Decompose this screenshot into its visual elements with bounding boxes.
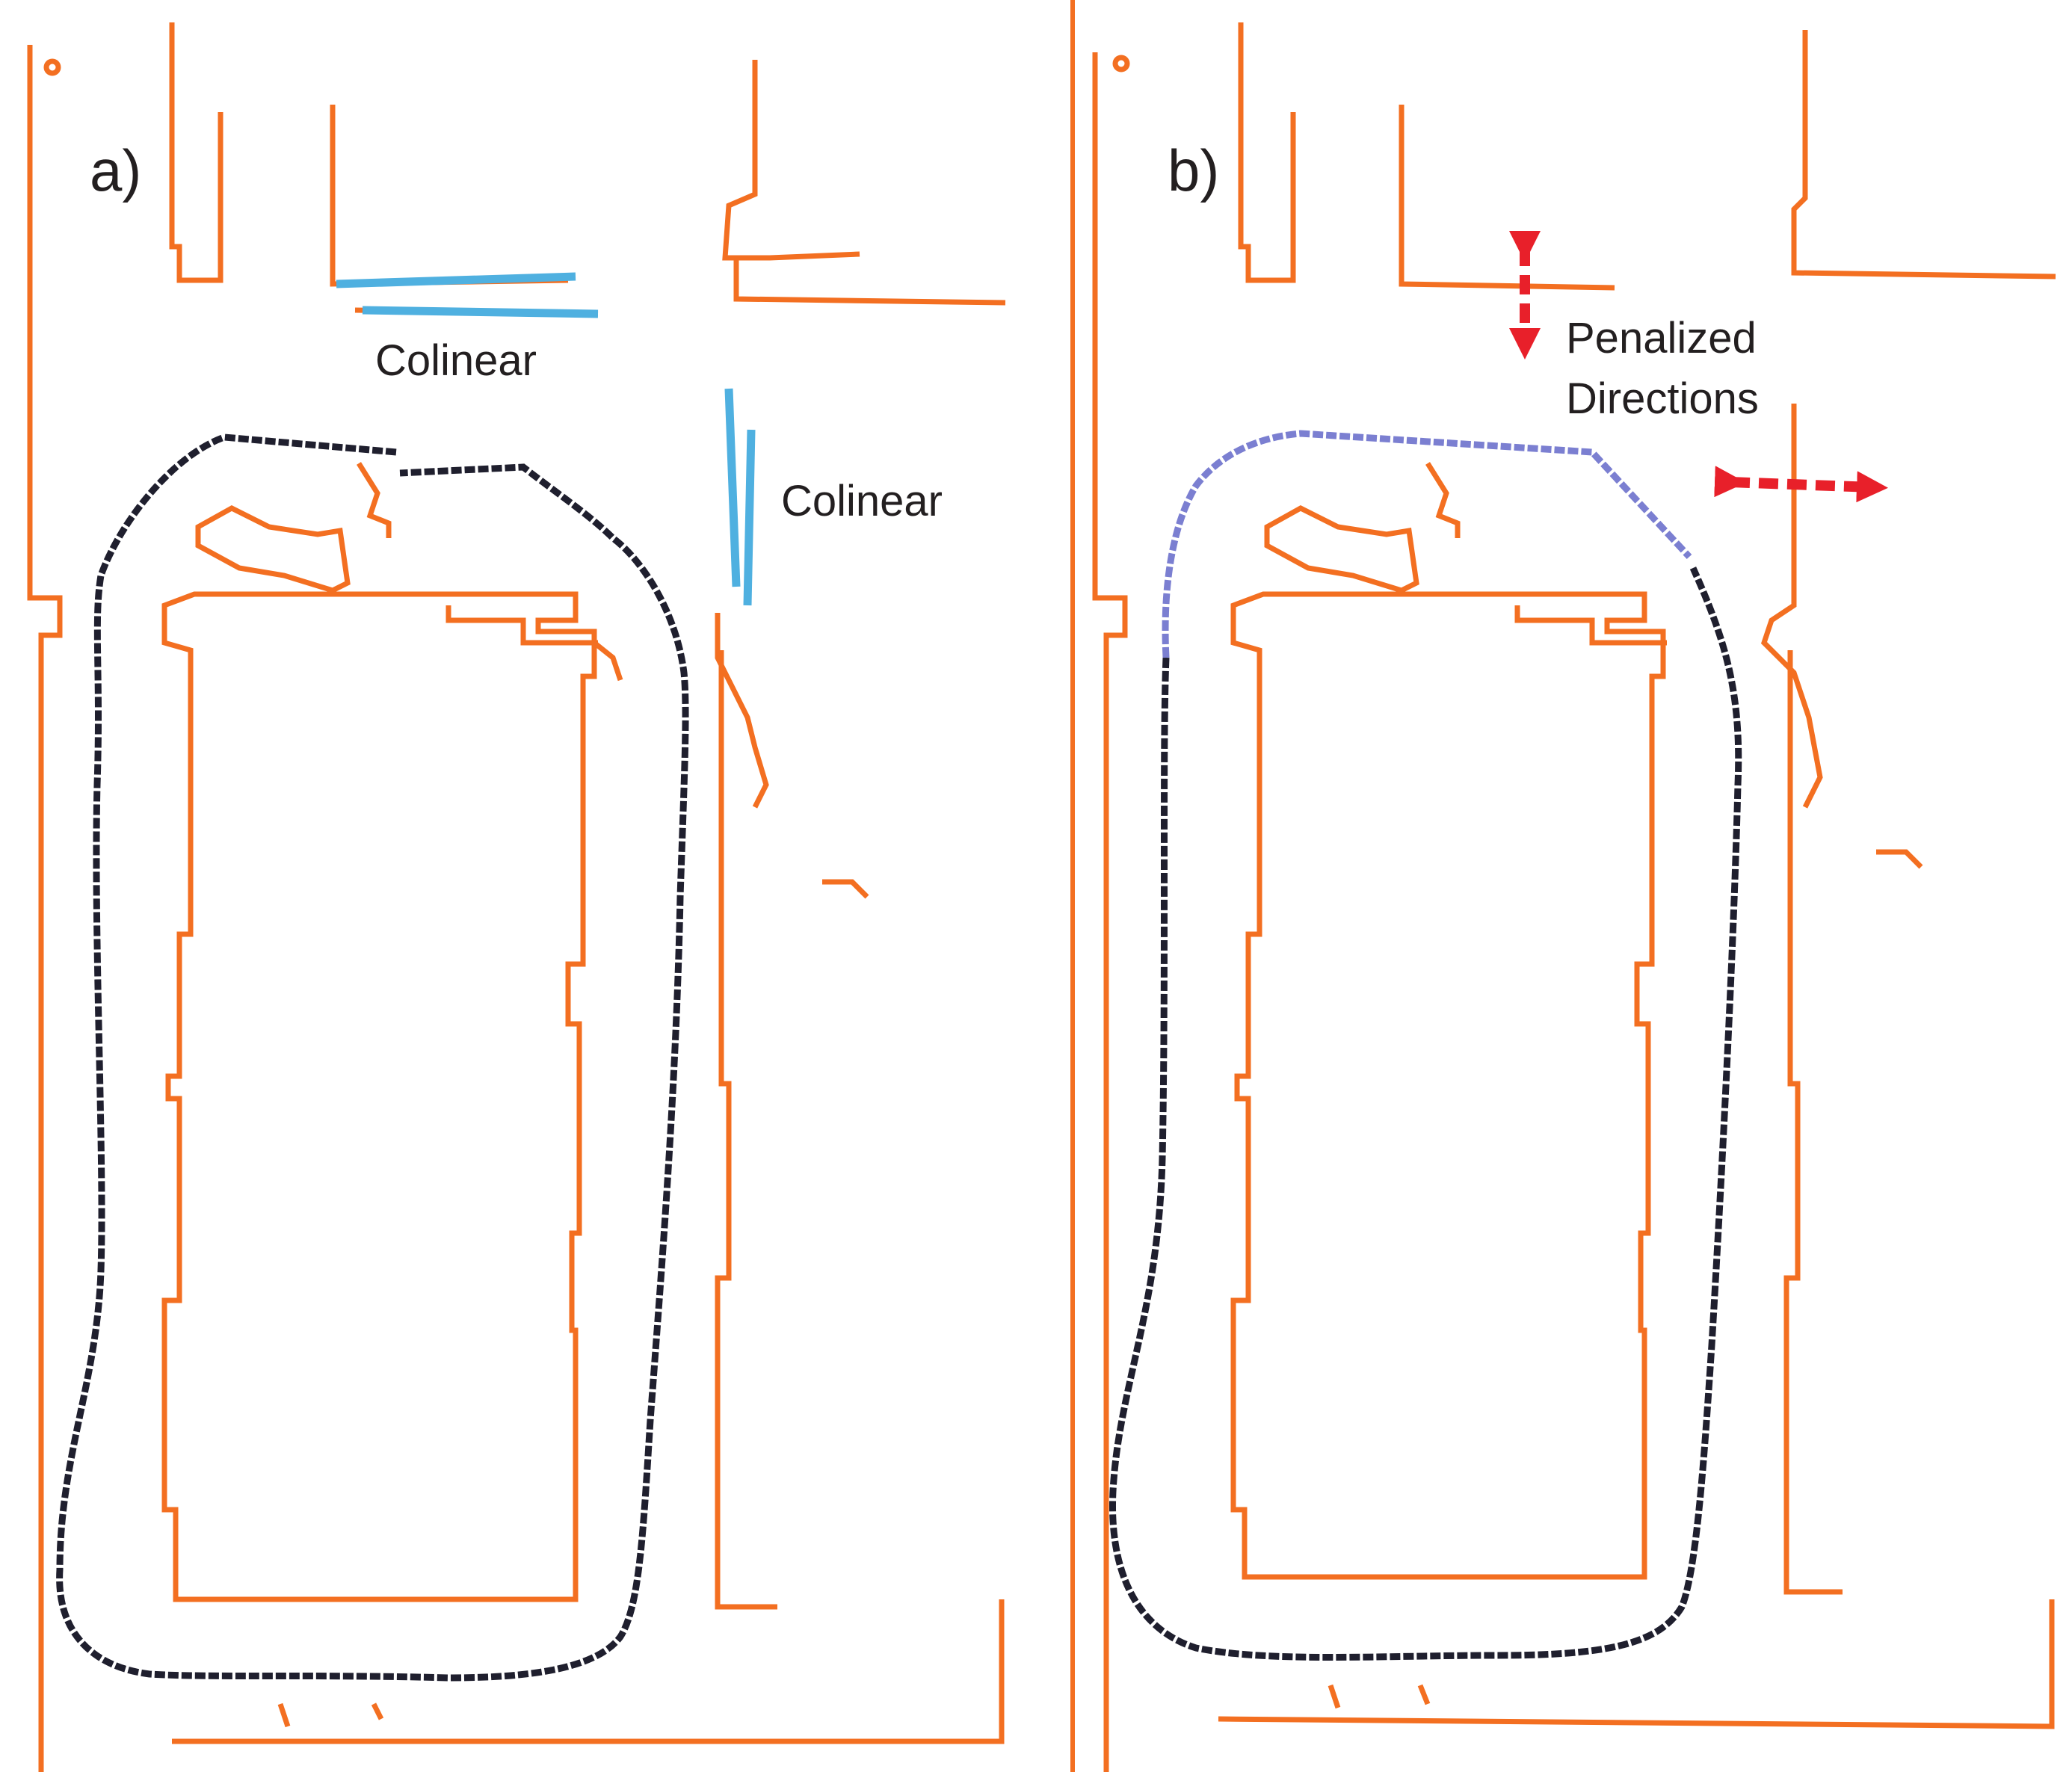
colinear-lines-horizontal (336, 272, 599, 318)
panel-a-label: a) (90, 138, 141, 203)
panel-b-label: b) (1168, 138, 1219, 203)
penalized-label-line1: Penalized (1566, 314, 1757, 362)
colinear-lines-vertical (724, 388, 756, 606)
map-walls-b (1092, 22, 2056, 1772)
penalized-label-line2: Directions (1566, 374, 1759, 423)
panel-a (27, 22, 1006, 1772)
trajectory-a (56, 433, 689, 1682)
horizontal-double-arrow (1714, 466, 1888, 503)
penalized-arrows (1509, 231, 1888, 503)
map-walls-a (27, 22, 1006, 1772)
trajectory-b (1109, 430, 1742, 1661)
panel-b (1070, 0, 2056, 1772)
colinear-vertical-label: Colinear (781, 477, 943, 525)
colinear-horizontal-label: Colinear (375, 336, 537, 385)
